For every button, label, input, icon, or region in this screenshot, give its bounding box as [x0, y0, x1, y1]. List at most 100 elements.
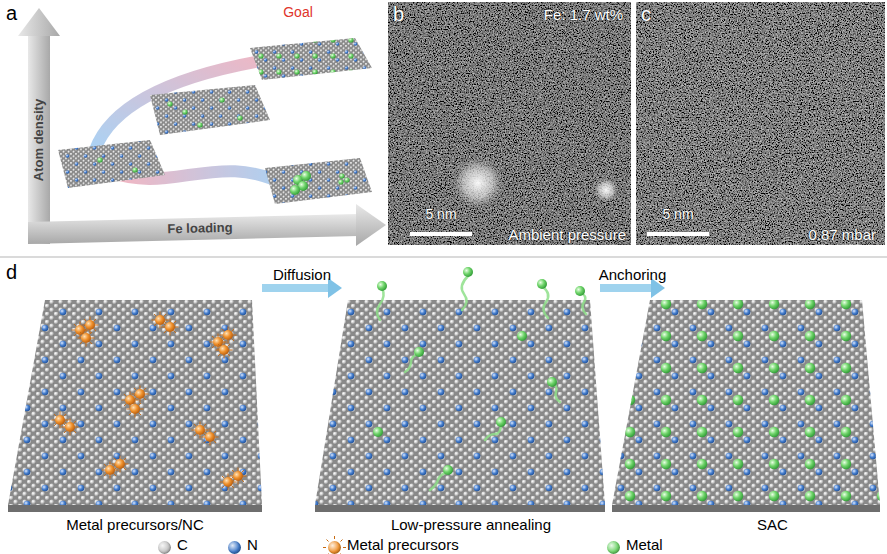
metal-sites [250, 38, 372, 80]
scale-label: 5 nm [425, 206, 456, 222]
scale-bar [410, 232, 472, 236]
scale-label: 5 nm [662, 206, 693, 222]
sheet-caption: Metal precursors/NC [66, 516, 204, 534]
composition-label: Fe: 1.7 wt% [544, 6, 623, 23]
carbon-lattice [8, 300, 262, 505]
precursor [230, 468, 247, 485]
metal-atom [301, 171, 311, 181]
horizontal-axis-shaft [28, 214, 358, 244]
metal-atom [97, 157, 102, 162]
sheet-precursors [8, 300, 262, 512]
metal-sites [612, 300, 880, 505]
metal-atom [344, 177, 349, 182]
precursor [127, 401, 144, 418]
metal-atom [339, 173, 344, 178]
panel-letter: c [641, 3, 651, 26]
legend-swatch [228, 541, 241, 554]
metal-atom [290, 185, 300, 195]
process-arrow [600, 284, 655, 292]
legend-text: N [247, 536, 258, 553]
sheet-single-atom [612, 300, 880, 512]
precursor [216, 342, 233, 359]
vertical-axis-shaft [28, 36, 50, 244]
diffusion-trails [377, 276, 586, 490]
arrow-label: Diffusion [273, 266, 331, 283]
fe-cluster [593, 177, 619, 203]
precursor [82, 317, 99, 334]
trail [405, 354, 419, 372]
image-ground [636, 2, 885, 245]
arrow-label: Anchoring [599, 266, 667, 283]
nitrogen-sites [315, 300, 605, 505]
metal-atom [547, 377, 557, 387]
axis-arrows [18, 8, 386, 246]
sheet-clustered [265, 158, 372, 204]
legend-text: Metal precursors [347, 536, 459, 553]
sheet-node: SAC [665, 280, 880, 534]
panel-divider [0, 256, 887, 257]
legend-precursor-rays [323, 536, 346, 554]
sheet-low-loading [58, 140, 165, 188]
precursor [220, 327, 237, 344]
horizontal-axis-head [356, 204, 386, 246]
metal-atom [182, 109, 187, 114]
metal-atom [197, 122, 202, 127]
sheet-edge [8, 505, 262, 512]
metal-atom [463, 267, 473, 277]
metal-atom [338, 179, 343, 184]
metal-atom [575, 286, 585, 296]
metal-atom [377, 281, 387, 291]
metal-atom [537, 279, 547, 289]
carbon-lattice [58, 140, 165, 188]
panel-letter: a [6, 2, 17, 25]
process-arrow [262, 284, 332, 292]
sheet-medium-loading [150, 85, 270, 135]
scale-bar [647, 232, 709, 236]
axis-label: Fe loading [167, 221, 232, 238]
metal-atom [167, 101, 172, 106]
axis-label: Atom density [32, 99, 47, 181]
metal-cluster [338, 173, 349, 184]
precursor [132, 386, 149, 403]
carbon-lattice [315, 300, 605, 505]
metal-atoms [373, 267, 585, 475]
precursor [62, 419, 79, 436]
stem-image-low-pressure [636, 2, 885, 245]
metal-atom [373, 427, 383, 437]
nitrogen-sites [250, 38, 372, 80]
condition-label: Ambient pressure [508, 226, 626, 243]
sheet-edge [612, 505, 880, 512]
metal-atom [517, 331, 527, 341]
image-texture [636, 2, 885, 245]
precursor-clusters [52, 312, 247, 491]
goal-label: Goal [283, 4, 313, 20]
metal-atom [443, 465, 453, 475]
image-texture [388, 2, 631, 245]
carbon-lattice [150, 85, 270, 135]
precursor [202, 429, 219, 446]
metal-atom [237, 115, 242, 120]
vertical-axis-head [18, 8, 60, 36]
sheet-node: Metal precursors/NC [8, 280, 262, 534]
trail [485, 424, 501, 440]
precursor [112, 456, 129, 473]
metal-atom [132, 167, 137, 172]
metal-cluster [290, 171, 311, 195]
sheet-node: Low-pressure annealing [342, 280, 600, 534]
legend-swatch [607, 541, 620, 554]
nitrogen-sites [612, 300, 880, 505]
panel-letter: b [393, 3, 404, 26]
nitrogen-sites [265, 158, 372, 204]
nitrogen-sites [8, 300, 262, 505]
trail [462, 276, 468, 310]
sheet-edge [315, 505, 605, 512]
panel-letter: d [6, 261, 17, 284]
sheet-caption: SAC [757, 516, 788, 534]
carbon-lattice [612, 300, 880, 505]
legend-text: C [177, 536, 188, 553]
legend-swatch [158, 541, 171, 554]
metal-atom [219, 97, 224, 102]
